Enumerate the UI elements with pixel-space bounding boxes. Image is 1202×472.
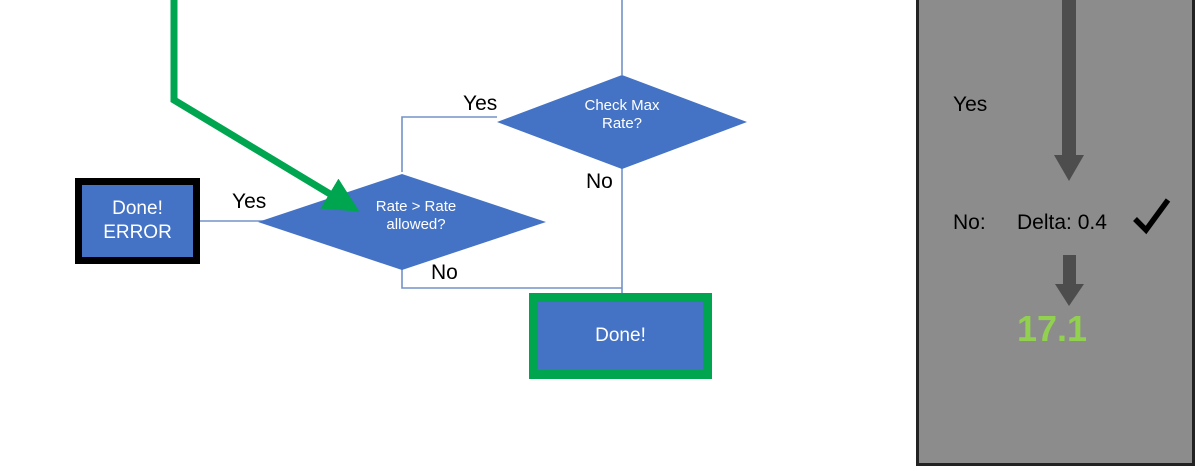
arrow-down-long-icon bbox=[1054, 0, 1084, 181]
node-done-error[interactable]: Done! ERROR bbox=[75, 178, 200, 264]
node-done-error-label: Done! ERROR bbox=[103, 197, 172, 243]
panel-delta-value: Delta: 0.4 bbox=[1017, 211, 1107, 234]
node-done-label: Done! bbox=[595, 324, 646, 346]
panel-yes-label: Yes bbox=[953, 93, 988, 116]
decision-check-max-rate[interactable] bbox=[497, 75, 747, 169]
edge-label-no-check-max-rate: No bbox=[586, 170, 613, 193]
panel-no-label: No: bbox=[953, 211, 986, 234]
arrow-down-short-icon bbox=[1055, 255, 1084, 306]
edge-label-no-rate-allowed: No bbox=[431, 261, 458, 284]
highlight-arrow-green bbox=[170, 0, 360, 212]
node-done[interactable]: Done! bbox=[529, 293, 712, 379]
panel-arrows bbox=[1054, 0, 1084, 306]
edge-label-yes-done-error: Yes bbox=[232, 190, 267, 213]
connector-yes-checkmax-to-rate bbox=[401, 116, 497, 172]
right-status-panel: Yes No: Delta: 0.4 17.1 bbox=[916, 0, 1195, 466]
flowchart-canvas bbox=[170, 0, 747, 296]
decision-rate-gt-rate-allowed[interactable] bbox=[258, 174, 546, 270]
edge-label-yes-check-max-rate: Yes bbox=[463, 92, 498, 115]
panel-result-value: 17.1 bbox=[1017, 308, 1088, 349]
check-mark-icon bbox=[1133, 198, 1171, 235]
